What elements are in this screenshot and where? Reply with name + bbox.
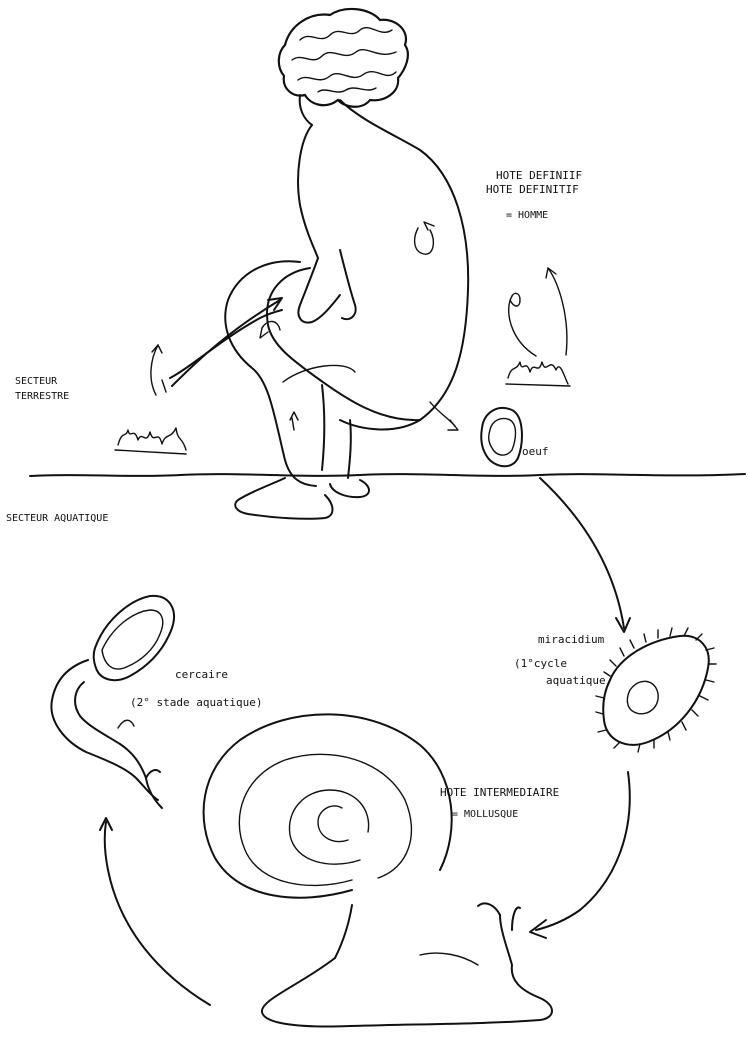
label-host-definitive-1: HOTE DEFINIIF xyxy=(496,170,582,181)
label-sector-land-1: SECTEUR xyxy=(15,377,57,387)
label-cercaire: cercaire xyxy=(175,669,228,680)
label-host-definitive-2: HOTE DEFINITIF xyxy=(486,184,579,195)
label-miracidium-cycle-1: (1°cycle xyxy=(514,658,567,669)
label-host-man: = HOMME xyxy=(506,211,548,221)
label-cercaire-stage: (2° stade aquatique) xyxy=(130,697,262,708)
label-egg: oeuf xyxy=(522,446,549,457)
label-miracidium-cycle-2: aquatique xyxy=(546,675,606,686)
label-sector-land-2: TERRESTRE xyxy=(15,392,69,402)
label-sector-water: SECTEUR AQUATIQUE xyxy=(6,514,108,524)
label-host-intermediate: HOTE INTERMEDIAIRE xyxy=(440,787,559,798)
label-miracidium: miracidium xyxy=(538,634,604,645)
arrow-cercaire-to-foot xyxy=(172,300,280,386)
label-host-mollusk: = MOLLUSQUE xyxy=(452,810,518,820)
